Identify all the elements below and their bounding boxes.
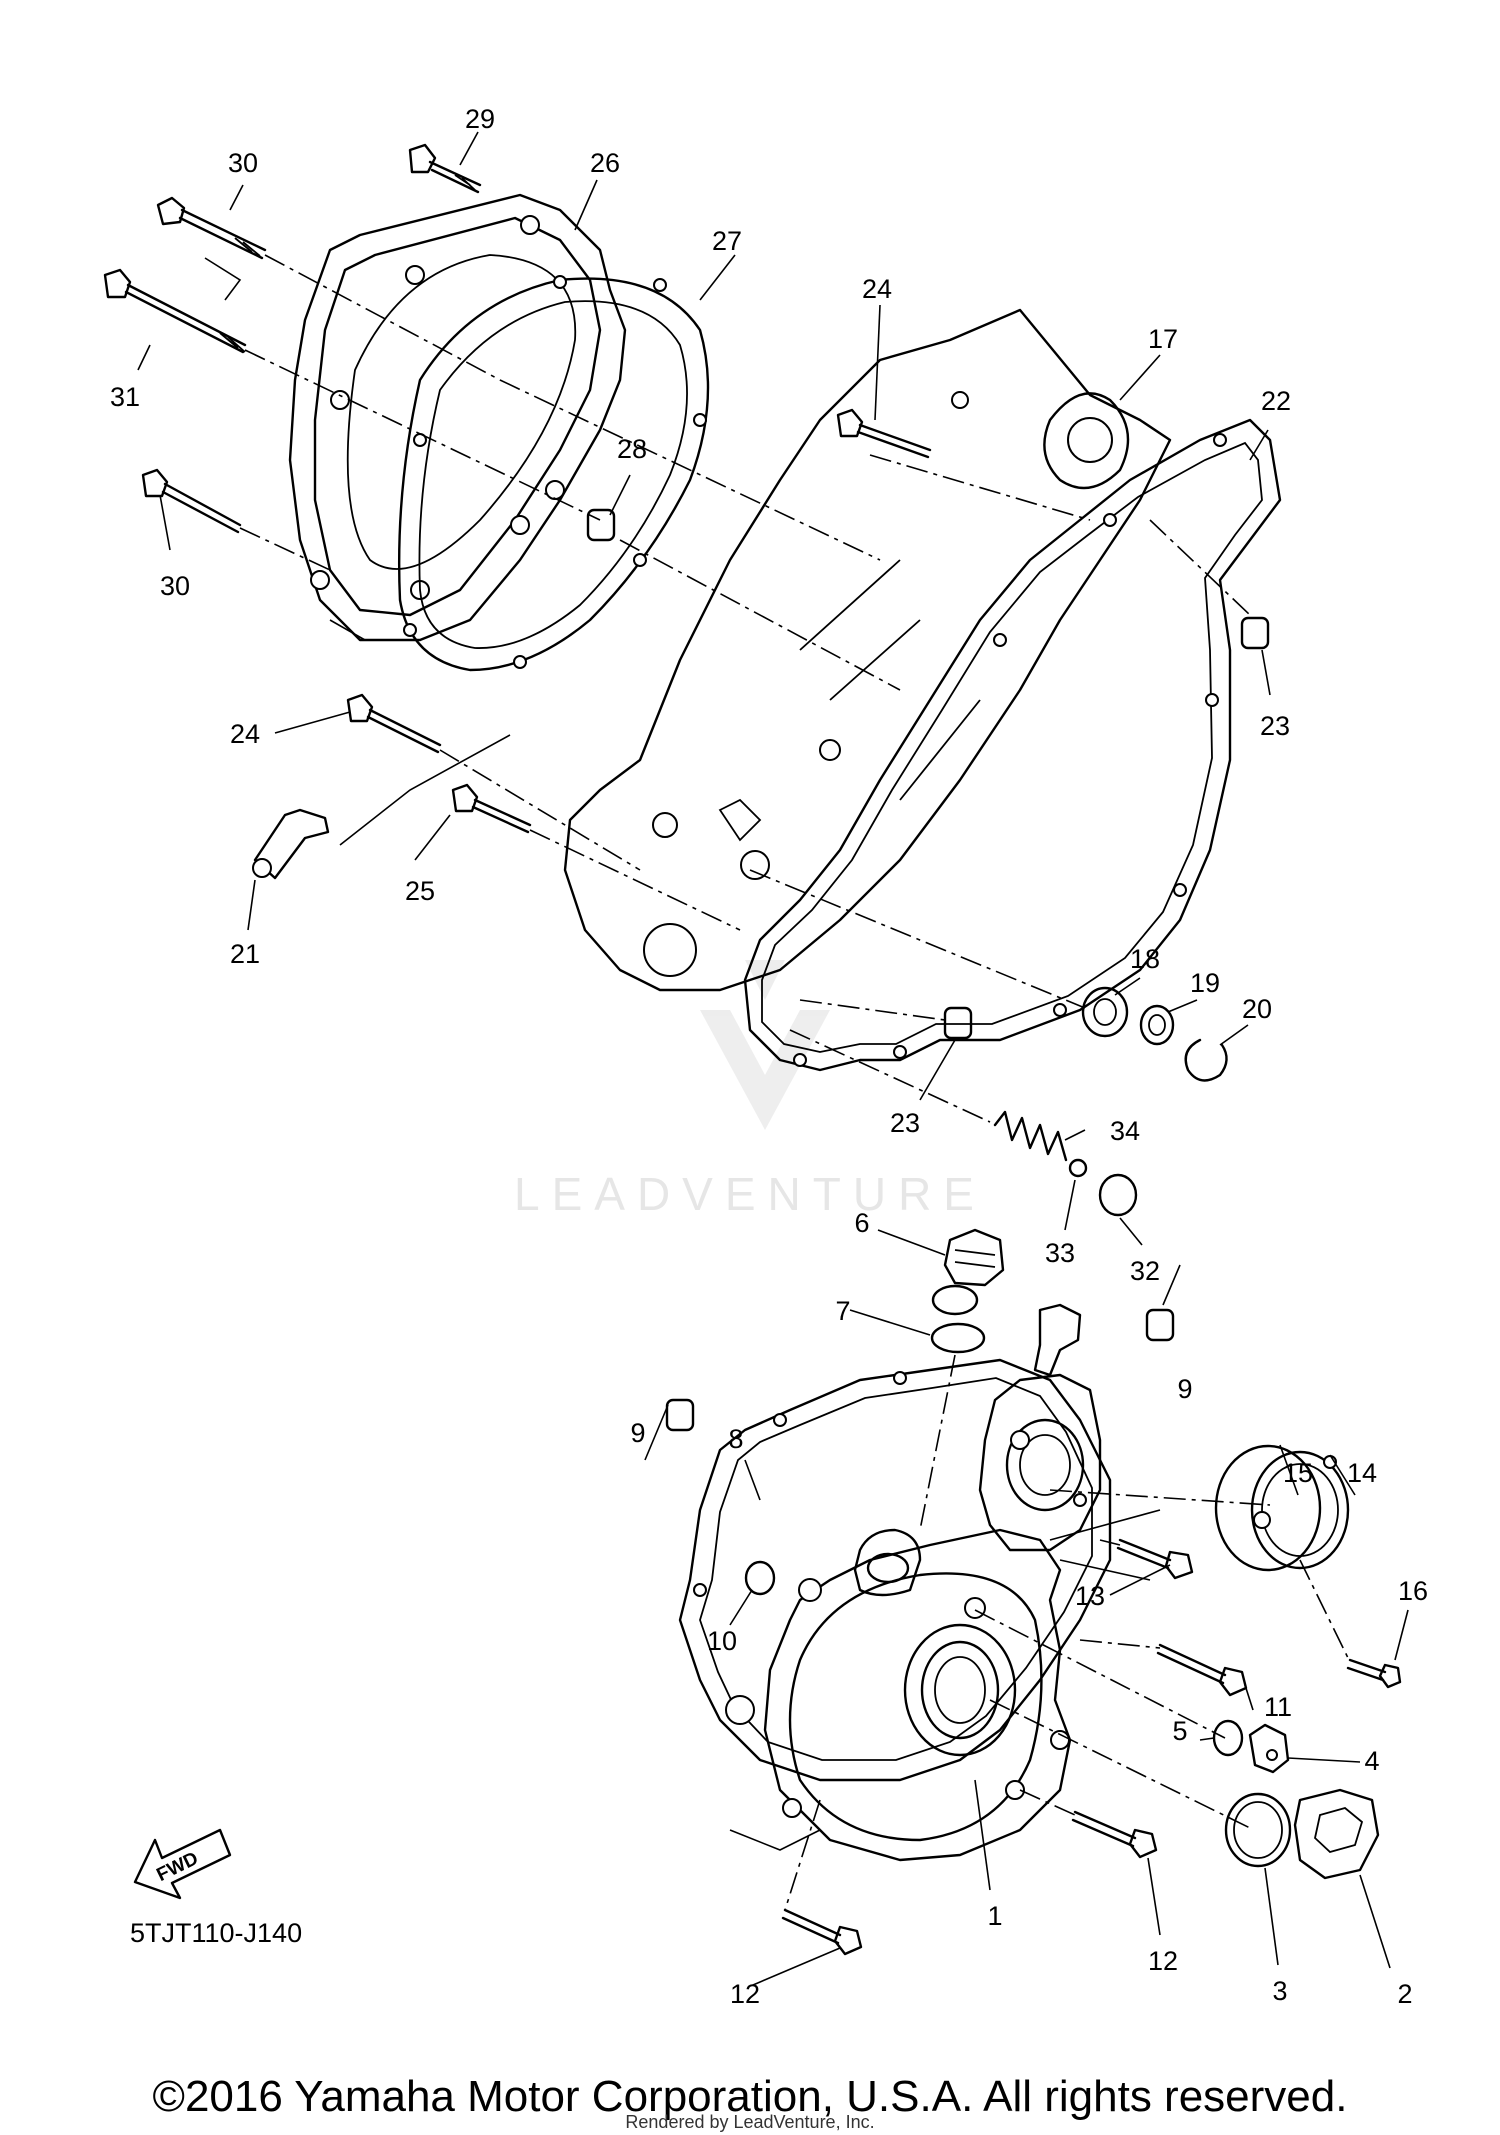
part-plug-2[interactable] xyxy=(1293,1788,1380,1880)
leadventure-watermark: LEADVENTURE xyxy=(514,960,986,1220)
part-dowel-23-right[interactable] xyxy=(1240,616,1270,650)
part-o-ring-10[interactable] xyxy=(744,1560,776,1596)
part-circlip-20[interactable] xyxy=(1184,1038,1228,1082)
callout-6: 6 xyxy=(854,1208,869,1238)
part-ball-33[interactable] xyxy=(1068,1158,1088,1178)
callout-1: 1 xyxy=(987,1901,1002,1931)
callout-30-upper: 30 xyxy=(228,148,258,178)
part-bolt-16[interactable] xyxy=(1346,1658,1402,1689)
callout-labels: 29 30 26 27 31 24 17 22 28 30 23 24 25 2… xyxy=(110,104,1428,2009)
callout-24-left: 24 xyxy=(230,719,260,749)
callout-29: 29 xyxy=(465,104,495,134)
callout-32: 32 xyxy=(1130,1256,1160,1286)
part-o-ring-5[interactable] xyxy=(1212,1719,1244,1757)
part-oil-plug-6[interactable] xyxy=(931,1228,1005,1316)
part-crankcase-gasket[interactable] xyxy=(743,418,1282,1072)
part-bolt-12-right[interactable] xyxy=(1071,1810,1158,1859)
callout-9-left: 9 xyxy=(630,1418,645,1448)
leader-lines xyxy=(137,131,1409,1986)
part-washer-19[interactable] xyxy=(1139,1004,1175,1046)
callout-34: 34 xyxy=(1110,1116,1140,1146)
diagram-code: 5TJT110-J140 xyxy=(130,1918,302,1948)
part-clutch-gasket-lower[interactable] xyxy=(678,1358,1112,1782)
callout-23-right: 23 xyxy=(1260,711,1290,741)
part-bolt-25[interactable] xyxy=(451,783,532,834)
callout-27: 27 xyxy=(712,226,742,256)
part-o-ring-7[interactable] xyxy=(930,1322,986,1354)
part-spring-34[interactable] xyxy=(993,1110,1068,1162)
part-bolt-24-upper[interactable] xyxy=(836,408,932,459)
alignment-lines xyxy=(204,254,1351,1911)
copyright-notice: ©2016 Yamaha Motor Corporation, U.S.A. A… xyxy=(152,2072,1348,2121)
callout-3: 3 xyxy=(1272,1976,1287,2006)
part-bolt-11[interactable] xyxy=(1156,1643,1248,1697)
part-oil-seal-18[interactable] xyxy=(1081,986,1129,1038)
callout-22: 22 xyxy=(1261,386,1291,416)
part-bolt-30-lower[interactable] xyxy=(141,468,242,534)
part-dowel-23-lower[interactable] xyxy=(943,1006,973,1040)
part-bolt-24-left[interactable] xyxy=(346,693,442,754)
callout-14: 14 xyxy=(1347,1458,1377,1488)
callout-2: 2 xyxy=(1397,1979,1412,2009)
callout-9-right: 9 xyxy=(1177,1374,1192,1404)
callout-31: 31 xyxy=(110,382,140,412)
callout-18: 18 xyxy=(1130,944,1160,974)
callout-7: 7 xyxy=(835,1296,850,1326)
callout-4: 4 xyxy=(1364,1746,1379,1776)
callout-20: 20 xyxy=(1242,994,1272,1024)
part-bolt-12-left[interactable] xyxy=(781,1908,863,1956)
callout-28: 28 xyxy=(617,434,647,464)
callout-26: 26 xyxy=(590,148,620,178)
part-bolt-31[interactable] xyxy=(103,268,247,354)
part-o-ring-3[interactable] xyxy=(1224,1792,1292,1868)
callout-23-lower: 23 xyxy=(890,1108,920,1138)
callout-5: 5 xyxy=(1172,1716,1187,1746)
part-water-pump-body[interactable] xyxy=(978,1303,1102,1552)
part-crankcase-cover[interactable] xyxy=(563,308,1172,992)
callout-25: 25 xyxy=(405,876,435,906)
part-dowel-28[interactable] xyxy=(586,508,616,542)
rendered-by-credit: Rendered by LeadVenture, Inc. xyxy=(625,2112,875,2132)
part-bolt-29[interactable] xyxy=(408,143,482,194)
callout-16: 16 xyxy=(1398,1576,1428,1606)
callout-12-right: 12 xyxy=(1148,1946,1178,1976)
callout-12-left: 12 xyxy=(730,1979,760,2009)
callout-24-upper: 24 xyxy=(862,274,892,304)
callout-30-lower: 30 xyxy=(160,571,190,601)
callout-15: 15 xyxy=(1283,1458,1313,1488)
callout-13: 13 xyxy=(1075,1581,1105,1611)
callout-33: 33 xyxy=(1045,1238,1075,1268)
callout-8: 8 xyxy=(728,1424,743,1454)
part-clutch-cover-lower[interactable] xyxy=(763,1528,1072,1862)
part-clutch-cover-gasket[interactable] xyxy=(398,275,710,672)
callout-10: 10 xyxy=(707,1626,737,1656)
callout-11: 11 xyxy=(1264,1692,1292,1722)
fwd-arrow-icon: FWD xyxy=(133,1828,232,1900)
watermark-text: LEADVENTURE xyxy=(514,1168,986,1220)
callout-21: 21 xyxy=(230,939,260,969)
part-clutch-cover[interactable] xyxy=(288,193,627,642)
part-dowel-9-left[interactable] xyxy=(665,1398,695,1432)
callout-17: 17 xyxy=(1148,324,1178,354)
part-fitting-21[interactable] xyxy=(252,808,330,880)
callout-19: 19 xyxy=(1190,968,1220,998)
part-bolt-30-upper[interactable] xyxy=(156,196,267,260)
part-dowel-9-right[interactable] xyxy=(1145,1308,1175,1342)
part-plug-4[interactable] xyxy=(1248,1723,1290,1774)
part-pump-cover-14[interactable] xyxy=(1250,1450,1350,1570)
part-cap-32[interactable] xyxy=(1098,1173,1138,1217)
part-pump-gasket-15[interactable] xyxy=(1214,1444,1322,1572)
part-bolt-13[interactable] xyxy=(1116,1538,1194,1580)
